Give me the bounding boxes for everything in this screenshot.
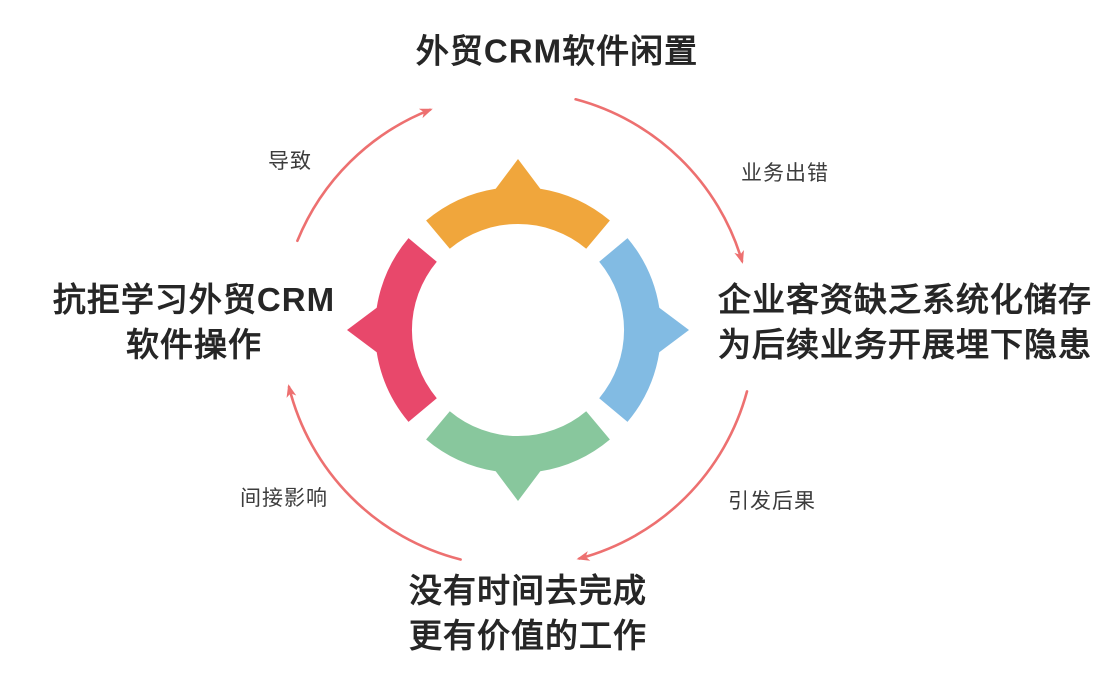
node-bottom-line2: 更有价值的工作	[409, 617, 647, 654]
node-left-line2: 软件操作	[126, 326, 262, 363]
node-top-line1: 外贸CRM软件闲置	[415, 32, 699, 70]
ring-segment-right	[599, 238, 689, 422]
ring-segment-left	[347, 238, 437, 422]
node-right-heading: 企业客资缺乏系统化储存 为后续业务开展埋下隐患	[718, 278, 1092, 368]
node-right-line1: 企业客资缺乏系统化储存	[718, 281, 1092, 319]
connector-label-indirect: 间接影响	[240, 487, 328, 510]
connector-arrow-error	[574, 98, 744, 264]
node-right-line2: 为后续业务开展埋下隐患	[718, 326, 1092, 363]
ring-segment-bottom	[426, 411, 610, 501]
node-left-line1: 抗拒学习外贸CRM	[52, 281, 336, 319]
node-bottom-heading: 没有时间去完成 更有价值的工作	[409, 569, 647, 659]
connector-arrow-lead	[296, 108, 433, 243]
ring-segment-top	[426, 159, 610, 249]
node-top-heading: 外贸CRM软件闲置	[416, 30, 698, 75]
connector-label-lead: 导致	[268, 150, 312, 173]
node-left-heading: 抗拒学习外贸CRM 软件操作	[53, 278, 335, 368]
connector-label-error: 业务出错	[741, 162, 829, 185]
connector-arrow-consequence	[576, 390, 749, 561]
connector-label-consequence: 引发后果	[728, 490, 816, 513]
connector-arrow-indirect	[286, 384, 462, 561]
node-bottom-line1: 没有时间去完成	[409, 572, 647, 610]
